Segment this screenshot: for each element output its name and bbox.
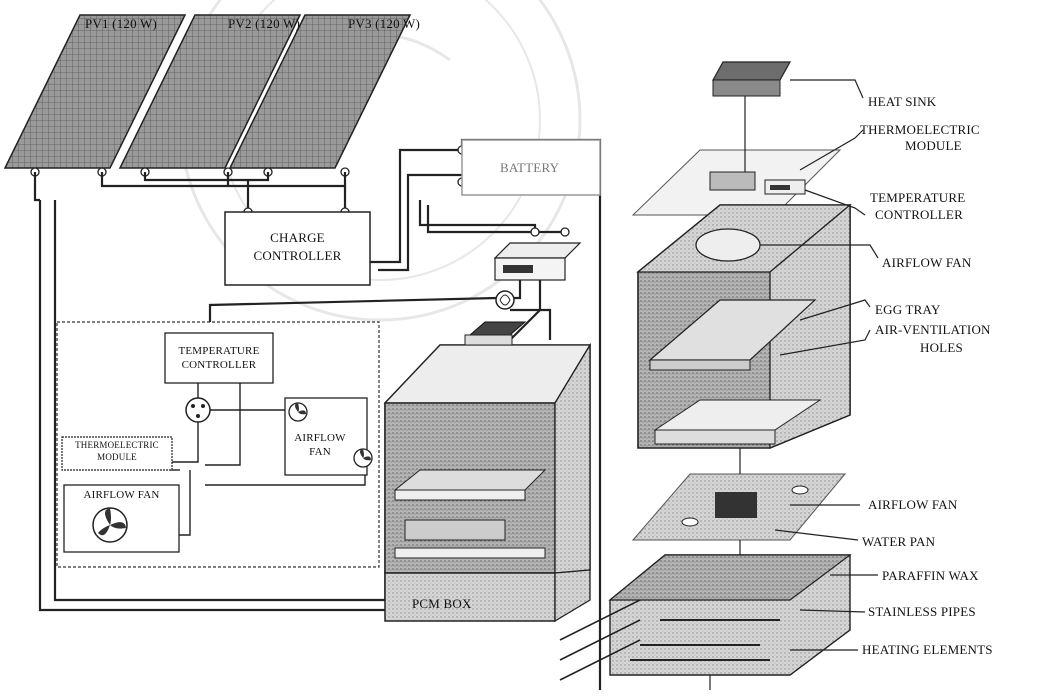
callout-thermoelectric-2: MODULE [905,138,962,153]
callout-heating-elements: HEATING ELEMENTS [862,642,993,657]
pv2-label: PV2 (120 W) [228,16,300,31]
callout-egg-tray: EGG TRAY [875,302,941,317]
callout-airflow-fan-1: AIRFLOW FAN [882,255,971,270]
airflow-fan-small-label-2: FAN [285,446,355,458]
callout-air-vent-1: AIR-VENTILATION [875,322,991,337]
temp-controller-left-label-1: TEMPERATURE [165,345,273,357]
pcm-box-label: PCM BOX [412,596,472,611]
small-fan-icon-2 [354,449,372,467]
exploded-heat-sink [713,62,790,96]
thermo-left-label-2: MODULE [62,452,172,463]
callout-air-vent-2: HOLES [920,340,963,355]
callout-airflow-fan-2: AIRFLOW FAN [868,497,957,512]
callout-stainless-pipes: STAINLESS PIPES [868,604,976,619]
exploded-airflow-plate [633,474,845,540]
airflow-fan-left-label: AIRFLOW FAN [64,489,179,501]
callout-temp-controller-1: TEMPERATURE [870,190,965,205]
airflow-fan-small-label-1: AIRFLOW [285,432,355,444]
battery-label: BATTERY [500,160,559,175]
exploded-cabinet [638,205,850,448]
callout-temp-controller-2: CONTROLLER [875,207,963,222]
callout-paraffin-wax: PARAFFIN WAX [882,568,979,583]
incubator-cabinet [385,345,590,621]
pv1-label: PV1 (120 W) [85,16,157,31]
switch-icon [186,398,210,422]
callout-water-pan: WATER PAN [862,534,935,549]
charge-controller-label-1: CHARGE [225,230,370,245]
callout-heat-sink: HEAT SINK [868,94,936,109]
temp-controller-left-box [165,333,273,383]
small-fan-icon-1 [289,403,307,421]
temp-controller-left-label-2: CONTROLLER [165,359,273,371]
pv-terminals [31,168,349,176]
charge-controller-label-2: CONTROLLER [225,248,370,263]
thermo-left-label-1: THERMOELECTRIC [62,440,172,451]
temperature-controller-device [495,243,580,280]
callout-thermoelectric-1: THERMOELECTRIC [860,122,980,137]
exploded-pcm-box [560,555,850,680]
pv3-label: PV3 (120 W) [348,16,420,31]
fan-switch-icon [496,291,514,309]
fan-icon [93,508,127,542]
